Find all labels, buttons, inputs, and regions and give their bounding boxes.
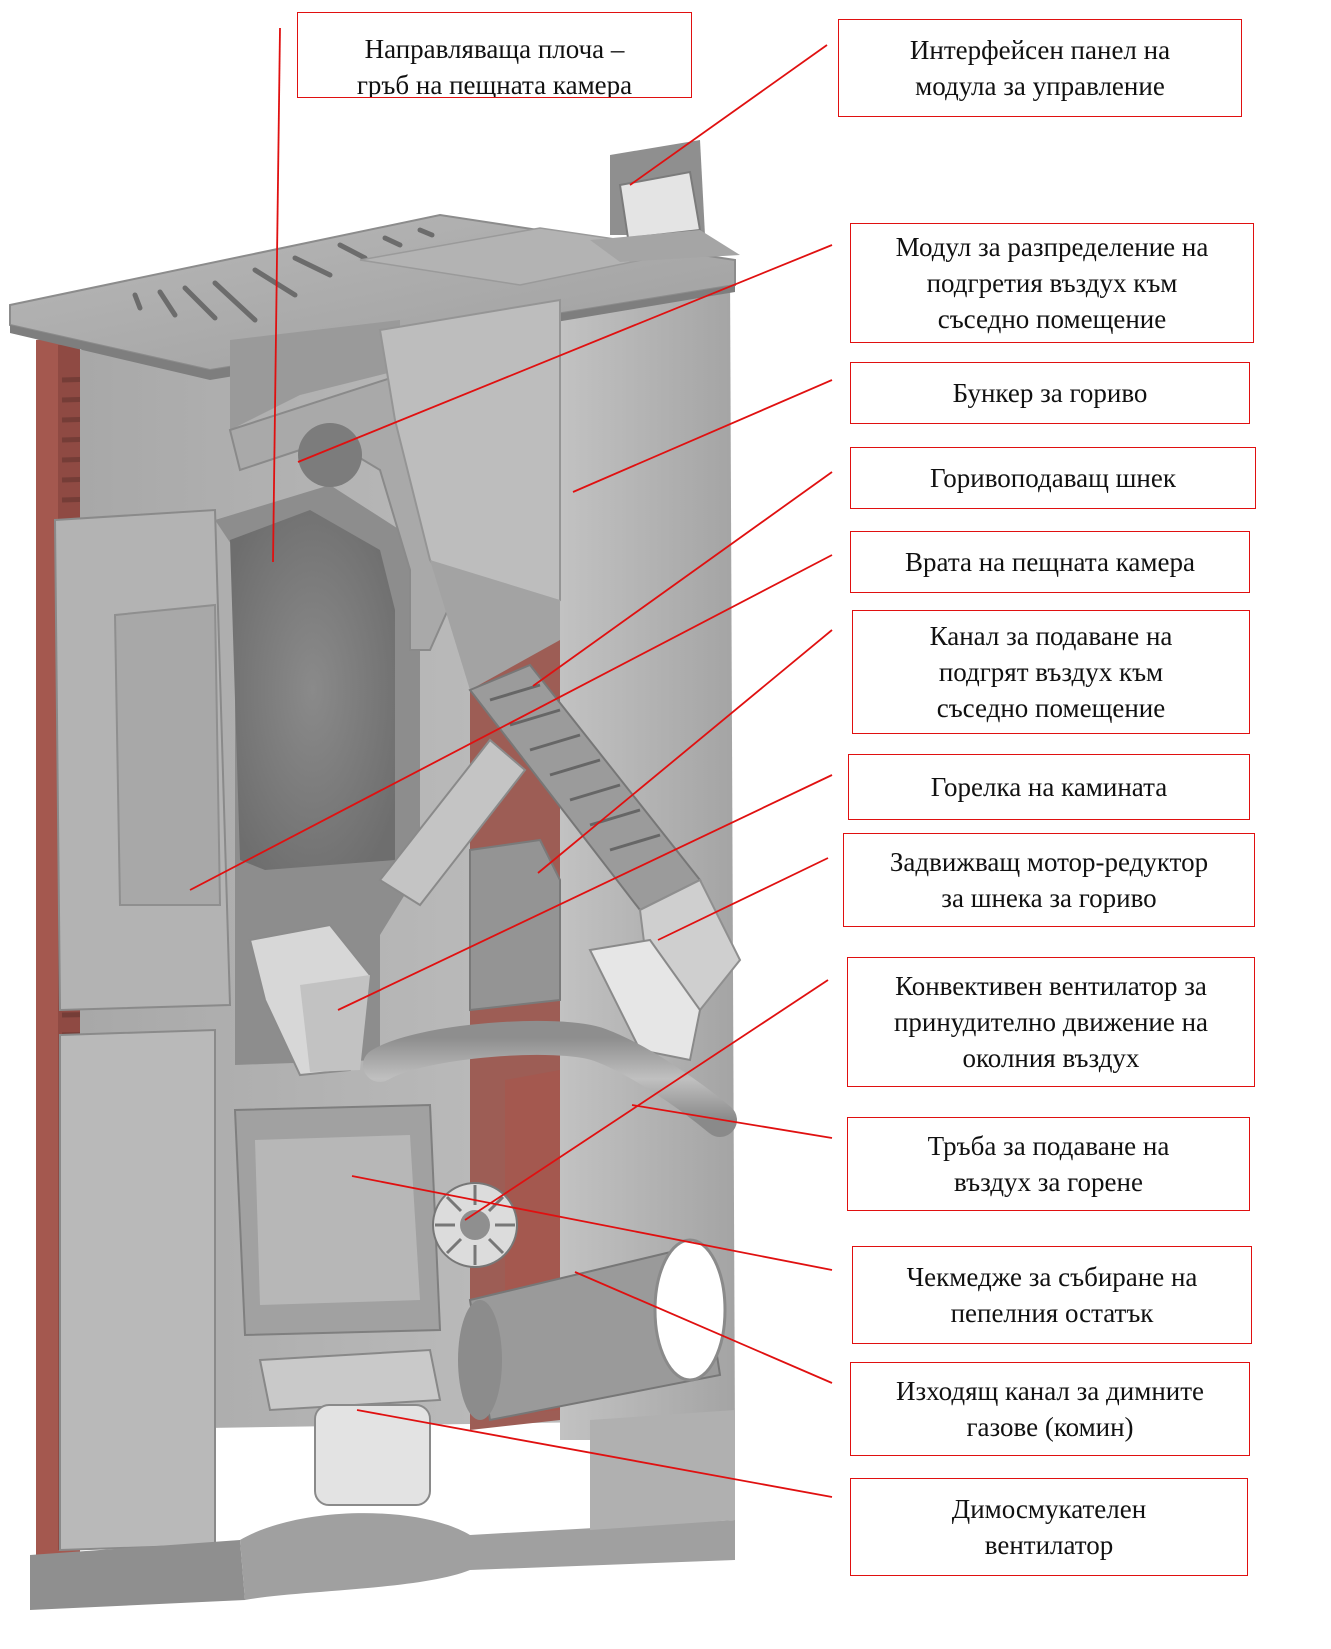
label-fuel-auger: Горивоподаващ шнек bbox=[850, 447, 1256, 509]
control-panel bbox=[590, 140, 740, 262]
label-chamber-door: Врата на пещната камера bbox=[850, 531, 1250, 593]
leader-exhaust-fan bbox=[356, 1409, 833, 1498]
leader-gear-motor bbox=[657, 857, 829, 941]
leader-hot-air-channel bbox=[537, 629, 833, 874]
label-distribution-module: Модул за разпределение на подгретия възд… bbox=[850, 223, 1254, 343]
convection-fan bbox=[432, 1182, 518, 1268]
label-guide-plate: Направляваща плоча – гръб на пещната кам… bbox=[297, 12, 692, 98]
leader-guide-plate bbox=[272, 27, 281, 563]
combustion-air-pipe bbox=[363, 1020, 737, 1137]
leader-lines bbox=[189, 27, 833, 1498]
label-hot-air-channel: Канал за подаване на подгрят въздух към … bbox=[852, 610, 1250, 734]
leader-distribution-module bbox=[297, 244, 833, 463]
label-exhaust-fan: Димосмукателен вентилатор bbox=[850, 1478, 1248, 1576]
ash-drawer bbox=[233, 1103, 442, 1337]
chamber-door bbox=[53, 508, 232, 1552]
fuel-bunker bbox=[378, 298, 561, 690]
leader-convection-fan bbox=[464, 979, 829, 1221]
leader-ash-drawer bbox=[351, 1175, 833, 1271]
leader-interface-panel bbox=[629, 44, 828, 186]
burner-pot bbox=[248, 923, 372, 1077]
label-convection-fan: Конвективен вентилатор за принудително д… bbox=[847, 957, 1255, 1087]
leader-fuel-bunker bbox=[572, 379, 833, 493]
flue-outlet bbox=[458, 1238, 727, 1422]
label-fuel-bunker: Бункер за гориво bbox=[850, 362, 1250, 424]
label-ash-drawer: Чекмедже за събиране на пепелния остатък bbox=[852, 1246, 1252, 1344]
leader-chamber-door bbox=[189, 554, 833, 891]
leader-combustion-air-pipe bbox=[631, 1104, 833, 1139]
label-gear-motor: Задвижващ мотор-редуктор за шнека за гор… bbox=[843, 833, 1255, 927]
leader-fuel-auger bbox=[532, 471, 833, 687]
label-flue-outlet: Изходящ канал за димните газове (комин) bbox=[850, 1362, 1250, 1456]
exhaust-fan bbox=[258, 1348, 442, 1506]
leader-flue-outlet bbox=[574, 1271, 833, 1384]
label-interface-panel: Интерфейсен панел на модула за управлени… bbox=[838, 19, 1242, 117]
leader-burner bbox=[337, 774, 833, 1011]
label-combustion-air-pipe: Тръба за подаване на въздух за горене bbox=[847, 1117, 1250, 1211]
stove-base bbox=[30, 1410, 735, 1610]
label-burner: Горелка на камината bbox=[848, 754, 1250, 820]
